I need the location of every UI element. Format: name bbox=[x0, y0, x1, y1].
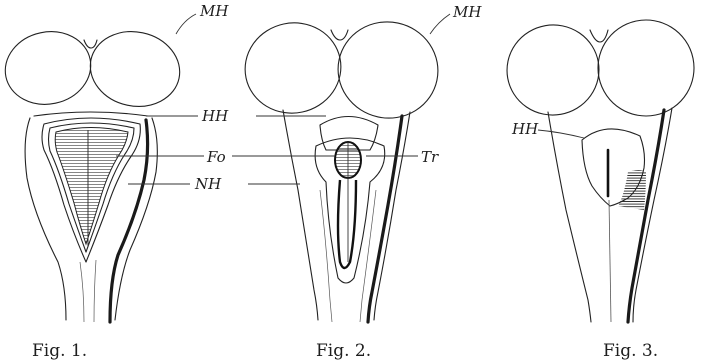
caption-fig3: Fig. 3. bbox=[603, 341, 658, 361]
fig1-spinal-canal-left bbox=[80, 262, 84, 322]
captions: Fig. 1. Fig. 2. Fig. 3. bbox=[32, 341, 658, 361]
fig3-right-outer-wall bbox=[633, 108, 672, 322]
label-hh-fig1: HH bbox=[201, 107, 229, 125]
label-mh-fig1: MH bbox=[199, 2, 229, 20]
fig3-right-thick-wall bbox=[628, 110, 664, 322]
fig2-right-thick-wall bbox=[368, 116, 402, 322]
label-nh: NH bbox=[194, 175, 222, 193]
figure-3 bbox=[500, 12, 702, 322]
fig3-midbrain-left-vesicle bbox=[500, 18, 606, 123]
fig2-midbrain-left-vesicle bbox=[237, 14, 350, 122]
fig3-left-outer-wall bbox=[548, 112, 591, 322]
fig2-midbrain-right-vesicle bbox=[329, 13, 447, 128]
fig2-inner-right-line bbox=[360, 190, 376, 322]
fig3-midbrain-right-vesicle bbox=[590, 12, 701, 123]
fig3-shaded-region bbox=[618, 170, 646, 210]
labels: MH MH HH Fo Tr NH HH bbox=[194, 2, 539, 193]
label-hh-fig3: HH bbox=[511, 120, 539, 138]
label-tr: Tr bbox=[421, 148, 439, 166]
fig2-right-outer-wall bbox=[374, 112, 410, 320]
leader-mh-fig2 bbox=[430, 14, 450, 34]
caption-fig1: Fig. 1. bbox=[32, 341, 87, 361]
fig3-midline-notch bbox=[590, 30, 608, 42]
fig2-canal-tube bbox=[338, 180, 356, 268]
fig1-midbrain-right-vesicle bbox=[83, 23, 186, 114]
fig2-inner-left-line bbox=[320, 190, 332, 322]
leader-hh-fig3 bbox=[538, 130, 584, 138]
fig1-hindbrain-roof bbox=[34, 112, 148, 116]
label-fo: Fo bbox=[206, 148, 226, 166]
fig3-median-line-lower bbox=[609, 200, 611, 322]
fig1-midline-notch bbox=[84, 40, 97, 48]
figure-2 bbox=[237, 13, 447, 322]
caption-fig2: Fig. 2. bbox=[316, 341, 371, 361]
fig1-midbrain-left-vesicle bbox=[0, 24, 98, 112]
label-mh-fig2: MH bbox=[452, 3, 482, 21]
fig2-left-outer-wall bbox=[283, 110, 318, 320]
fig1-spinal-canal-right bbox=[94, 260, 96, 322]
fig2-midline-notch bbox=[331, 30, 348, 40]
figure-1 bbox=[0, 23, 187, 322]
leader-mh-fig1 bbox=[176, 14, 196, 34]
fig1-rhomboid-inner-hatched bbox=[55, 128, 128, 245]
